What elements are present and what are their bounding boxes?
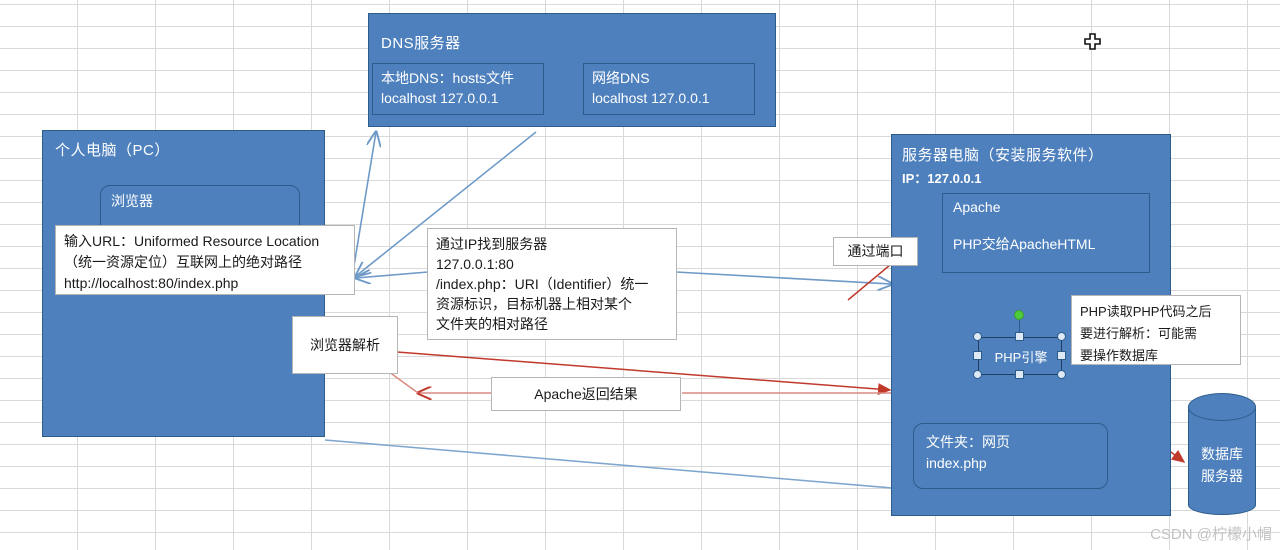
url-input-note[interactable]: 输入URL：Uniformed Resource Location （统一资源定… bbox=[55, 225, 355, 295]
rotation-handle-stem bbox=[1019, 318, 1020, 337]
network-dns-line1: 网络DNS bbox=[592, 70, 650, 86]
local-dns-line1: 本地DNS：hosts文件 bbox=[381, 70, 515, 86]
move-crosshair-cursor-icon bbox=[1084, 33, 1101, 50]
url-note-line3: http://localhost:80/index.php bbox=[64, 275, 239, 291]
resize-handle-top-right[interactable] bbox=[1057, 332, 1066, 341]
url-note-line2: （统一资源定位）互联网上的绝对路径 bbox=[64, 254, 302, 270]
php-parse-line2: 要进行解析：可能需 bbox=[1080, 326, 1198, 341]
via-port-label: 通过端口 bbox=[847, 243, 904, 259]
network-dns-line2: localhost 127.0.0.1 bbox=[592, 90, 710, 106]
resize-handle-middle-right[interactable] bbox=[1057, 351, 1066, 360]
browser-parse-label: 浏览器解析 bbox=[310, 336, 380, 353]
browser-label: 浏览器 bbox=[111, 193, 153, 209]
dns-server-title: DNS服务器 bbox=[381, 35, 461, 52]
arrow-ipnote-to-server bbox=[675, 271, 892, 284]
database-server-cylinder[interactable]: 数据库 服务器 bbox=[1188, 393, 1256, 515]
folder-line1: 文件夹：网页 bbox=[926, 434, 1010, 450]
network-dns-box[interactable]: 网络DNS localhost 127.0.0.1 bbox=[583, 63, 755, 115]
arrow-pc-to-dns bbox=[351, 132, 376, 279]
database-line2: 服务器 bbox=[1201, 468, 1243, 484]
line-pc-to-server-bottom bbox=[324, 439, 893, 489]
database-label: 数据库 服务器 bbox=[1188, 443, 1256, 487]
webpage-folder-box[interactable]: 文件夹：网页 index.php bbox=[913, 423, 1108, 489]
ip-note-line5: 文件夹的相对路径 bbox=[436, 316, 548, 332]
local-dns-box[interactable]: 本地DNS：hosts文件 localhost 127.0.0.1 bbox=[372, 63, 544, 115]
rotation-handle[interactable] bbox=[1014, 310, 1024, 320]
database-line1: 数据库 bbox=[1201, 446, 1243, 462]
apache-line2: PHP交给ApacheHTML bbox=[953, 236, 1096, 252]
ip-note-line2: 127.0.0.1:80 bbox=[436, 256, 514, 272]
resize-handle-top-center[interactable] bbox=[1015, 332, 1024, 341]
arrow-ipnote-to-browser bbox=[356, 272, 429, 278]
watermark: CSDN @柠檬小帽 bbox=[1150, 526, 1272, 543]
url-note-line1: 输入URL：Uniformed Resource Location bbox=[64, 233, 320, 249]
server-ip: IP：127.0.0.1 bbox=[902, 171, 982, 186]
apache-box[interactable]: Apache PHP交给ApacheHTML bbox=[942, 193, 1150, 273]
resize-handle-bottom-right[interactable] bbox=[1057, 370, 1066, 379]
resize-handle-middle-left[interactable] bbox=[973, 351, 982, 360]
local-dns-line2: localhost 127.0.0.1 bbox=[381, 90, 499, 106]
resize-handle-bottom-center[interactable] bbox=[1015, 370, 1024, 379]
ip-note-line3: /index.php：URI（Identifier）统一 bbox=[436, 276, 649, 292]
apache-return-label: Apache返回结果 bbox=[534, 385, 638, 402]
browser-parse-note[interactable]: 浏览器解析 bbox=[292, 316, 398, 374]
php-parse-line3: 要操作数据库 bbox=[1080, 348, 1159, 363]
server-title: 服务器电脑（安装服务软件） bbox=[902, 147, 1104, 164]
ip-note-line1: 通过IP找到服务器 bbox=[436, 236, 548, 252]
php-parse-line1: PHP读取PHP代码之后 bbox=[1080, 304, 1212, 319]
resize-handle-bottom-left[interactable] bbox=[973, 370, 982, 379]
apache-return-note[interactable]: Apache返回结果 bbox=[491, 377, 681, 411]
cylinder-body bbox=[1188, 407, 1256, 515]
via-port-note[interactable]: 通过端口 bbox=[833, 237, 918, 266]
apache-line1: Apache bbox=[953, 199, 1001, 215]
php-parse-note[interactable]: PHP读取PHP代码之后 要进行解析：可能需 要操作数据库 bbox=[1071, 295, 1241, 365]
folder-line2: index.php bbox=[926, 455, 987, 471]
ip-note-line4: 资源标识，目标机器上相对某个 bbox=[436, 296, 632, 312]
php-engine-label: PHP引擎 bbox=[994, 350, 1048, 365]
pc-title: 个人电脑（PC） bbox=[55, 142, 170, 159]
ip-lookup-note[interactable]: 通过IP找到服务器 127.0.0.1:80 /index.php：URI（Id… bbox=[427, 228, 677, 340]
cylinder-top-ellipse bbox=[1188, 393, 1256, 421]
resize-handle-top-left[interactable] bbox=[973, 332, 982, 341]
